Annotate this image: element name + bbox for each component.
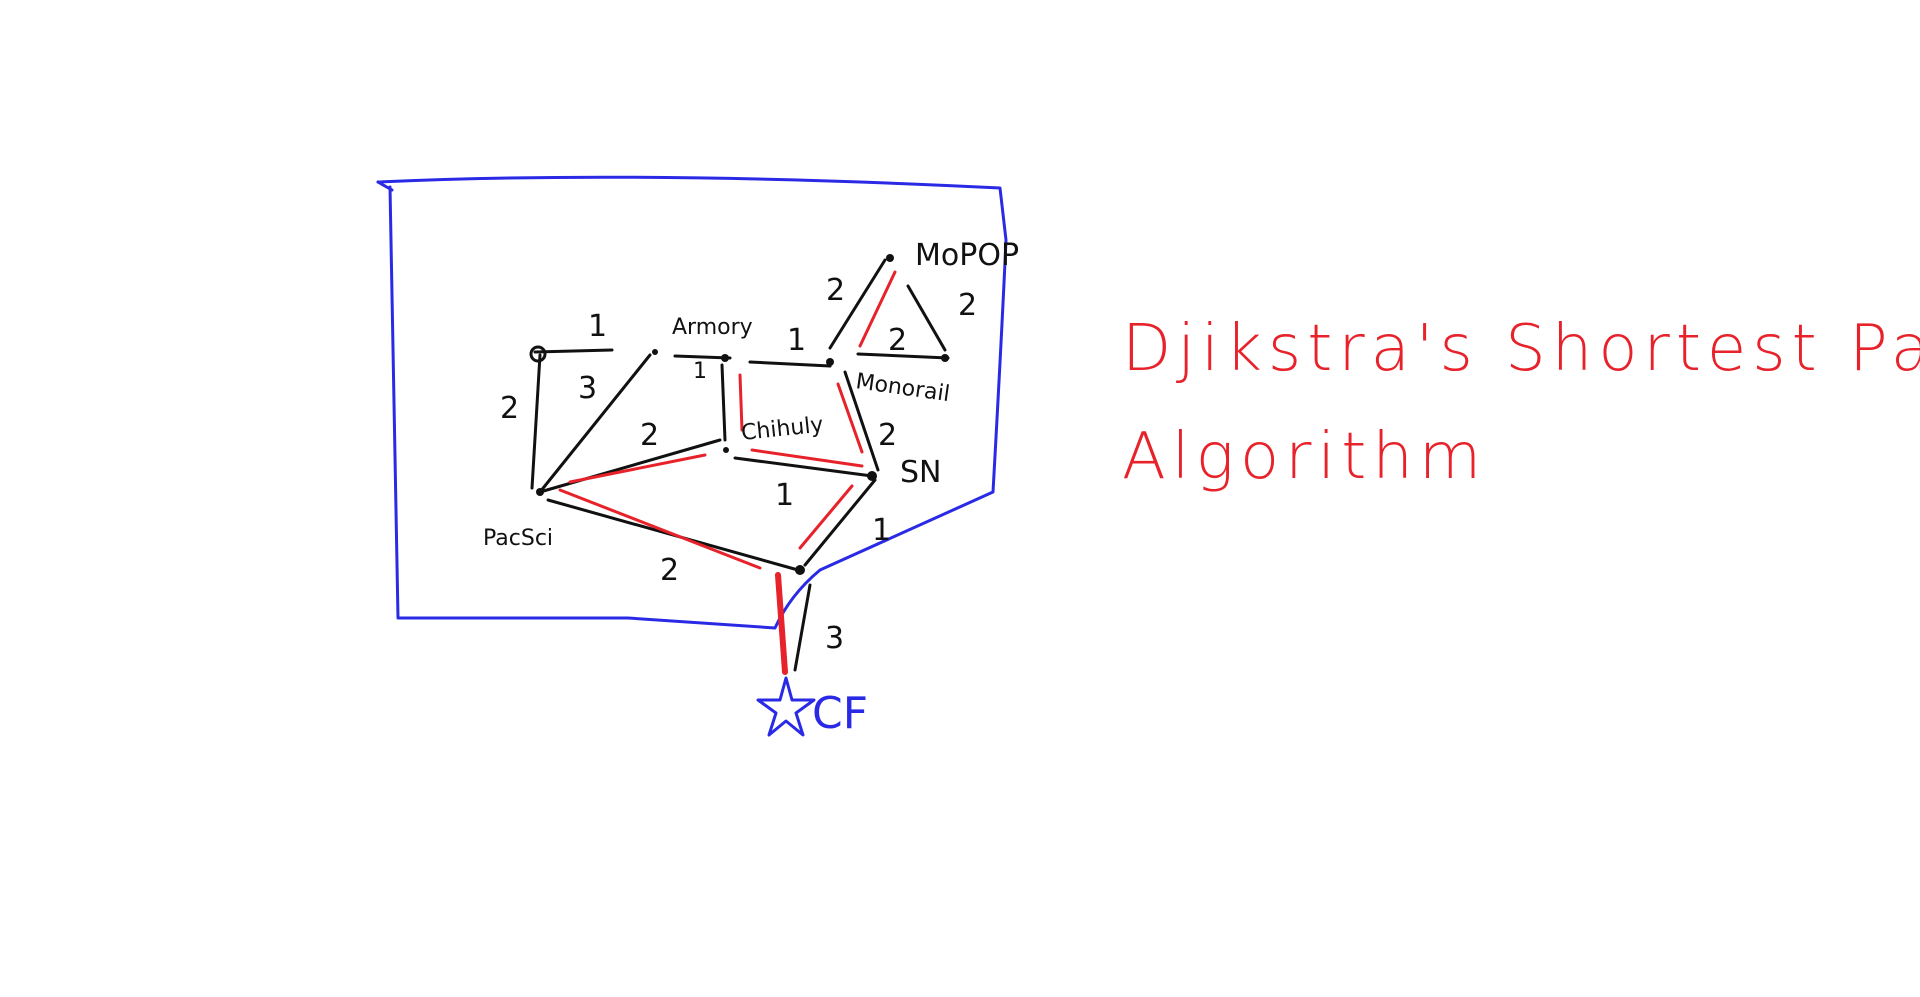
path-pacsci-lower [558, 488, 762, 570]
title-line-1: Djikstra's Shortest Path [1122, 312, 1920, 386]
label-armory: Armory [672, 315, 753, 340]
weight-chihuly-sn: 1 [775, 478, 794, 513]
edge-left-diagonal [538, 353, 652, 494]
weight-left-diagonal: 3 [578, 371, 597, 406]
edge-mopop-right [906, 284, 947, 352]
weight-left-vertical: 2 [500, 391, 519, 426]
edge-lower-cf [793, 583, 812, 672]
path-chihuly-sn [750, 448, 864, 468]
label-cf: CF [812, 688, 868, 739]
node-east-dot [941, 354, 949, 362]
map-frame-top-accent [376, 180, 394, 192]
label-pacsci: PacSci [483, 526, 553, 551]
weight-pacsci-lower: 2 [660, 553, 679, 588]
edge-armory-chihuly [720, 363, 727, 442]
edge-mopop-left [828, 258, 887, 350]
weight-mopop-base: 2 [888, 323, 907, 358]
node-mopop-dot [886, 254, 894, 262]
path-mopop-left [858, 270, 897, 348]
weight-mopop-left: 2 [826, 273, 845, 308]
edge-mopop-base [856, 352, 950, 360]
edge-top-left [533, 348, 614, 354]
edge-pacsci-chihuly [538, 438, 722, 494]
edge-chihuly-sn [733, 456, 874, 478]
shortest-path-highlights [558, 270, 897, 675]
edge-armory-monorail [748, 360, 832, 368]
path-armory-chihuly [738, 373, 744, 432]
edge-armory-short [673, 354, 732, 360]
label-mopop: MoPOP [915, 238, 1019, 273]
edge-weights: 1 2 3 1 1 2 2 2 2 2 1 1 2 3 [500, 273, 977, 656]
path-monorail-sn [836, 382, 864, 454]
graph-nodes [529, 254, 949, 575]
node-armory-dot [721, 354, 729, 362]
weight-lower-cf: 3 [825, 621, 844, 656]
weight-monorail-sn: 2 [878, 418, 897, 453]
label-sn: SN [900, 455, 941, 490]
edge-left-vertical [530, 353, 542, 490]
path-sn-lower [798, 484, 854, 550]
node-monorail-dot [826, 358, 834, 366]
label-monorail: Monorail [854, 369, 951, 407]
weight-sn-lower: 1 [872, 513, 891, 548]
node-pacsci-dot [536, 488, 544, 496]
weight-armory-monorail: 1 [787, 323, 806, 358]
node-top-left-dot [529, 345, 547, 363]
path-lower-cf [775, 572, 788, 675]
path-pacsci-chihuly [568, 453, 707, 484]
label-chihuly: Chihuly [740, 412, 825, 445]
edge-sn-lower [803, 478, 877, 567]
node-chihuly-dot [723, 447, 729, 453]
title-line-2: Algorithm [1122, 420, 1487, 494]
star-icon [756, 676, 816, 737]
title-block: Djikstra's Shortest Path Algorithm [1122, 312, 1920, 494]
edge-monorail-sn [843, 370, 880, 472]
weight-armory-short: 1 [693, 359, 707, 384]
weight-pacsci-chihuly: 2 [640, 418, 659, 453]
node-sn-dot [867, 471, 877, 481]
weight-top-left: 1 [588, 309, 607, 344]
start-node: CF [756, 676, 868, 739]
weight-mopop-right: 2 [958, 288, 977, 323]
map-frame [376, 175, 1008, 630]
node-mid-top-dot [652, 349, 658, 355]
node-lower-dot [795, 565, 805, 575]
